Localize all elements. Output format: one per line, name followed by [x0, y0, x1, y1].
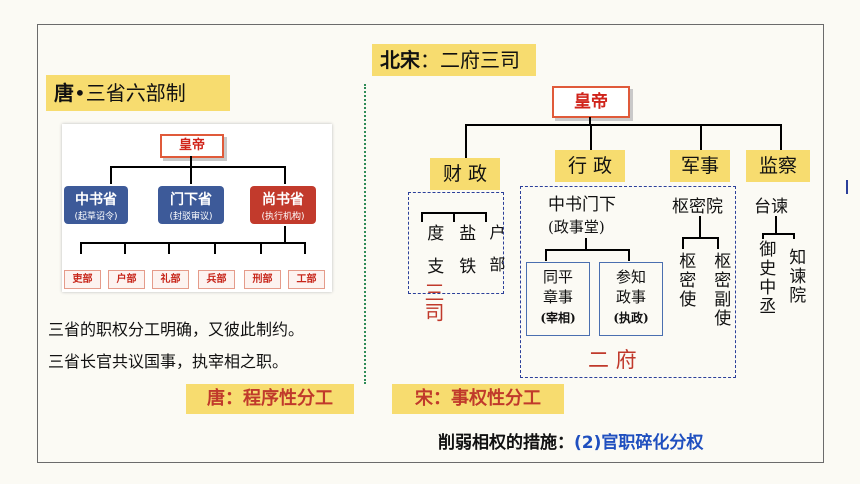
sansi-label: 三司 [421, 282, 445, 322]
tang-dept-shangshu: 尚书省 (执行机构) [250, 186, 316, 224]
tang-dept-zhongshu: 中书省 (起草诏令) [64, 186, 128, 224]
military-title: 枢密院 [672, 197, 723, 217]
tang-summary-lead: 唐 [207, 388, 225, 409]
finance-item-yantie: 盐铁 [455, 224, 476, 290]
finance-item-hubu: 户部 [486, 224, 506, 288]
tang-bureau-works: 工部 [288, 270, 325, 289]
admin-subtitle: (政事堂) [548, 218, 605, 236]
role-box-tongping: 同平章事 (宰相) [526, 262, 590, 336]
tang-title-rest: •三省六部制 [74, 81, 186, 105]
song-summary-tag: 宋：事权性分工 [392, 384, 564, 414]
song-title-tag: 北宋：二府三司 [372, 44, 536, 76]
song-branch-finance: 财 政 [430, 158, 500, 190]
admin-title: 中书门下 [548, 195, 616, 215]
tang-desc-line-1: 三省的职权分工明确，又彼此制约。 [48, 320, 305, 339]
song-emperor-box: 皇帝 [552, 86, 630, 118]
song-summary-lead: 宋 [415, 388, 433, 409]
tang-bureau-li: 吏部 [64, 270, 101, 289]
tang-summary-rest: ：程序性分工 [225, 388, 333, 409]
song-title-lead: 北宋 [380, 48, 420, 72]
erfu-group-box [520, 186, 736, 378]
tang-bureau-hu: 户部 [108, 270, 145, 289]
tang-summary-tag: 唐：程序性分工 [186, 384, 354, 414]
tang-desc-line-2: 三省长官共议国事，执宰相之职。 [48, 352, 289, 371]
song-branch-supervision: 监察 [746, 150, 810, 182]
section-divider [364, 84, 366, 384]
edge-marker [846, 180, 848, 194]
supervision-role-jianyuan: 知谏院 [785, 248, 806, 305]
finance-item-duzhi: 度支 [423, 224, 444, 290]
footer-caption: 削弱相权的措施：(2)官职碎化分权 [438, 428, 703, 453]
military-role-fushi: 枢密副使 [710, 252, 731, 328]
tang-bureau-justice: 刑部 [244, 270, 281, 289]
role-box-canzhi: 参知政事 (执政) [599, 262, 663, 336]
song-branch-military: 军事 [670, 150, 730, 182]
tang-title-tag: 唐•三省六部制 [46, 75, 230, 111]
tang-title-lead: 唐 [54, 81, 74, 105]
tang-bureau-rites: 礼部 [152, 270, 189, 289]
supervision-title: 台谏 [754, 197, 788, 217]
song-title-rest: ：二府三司 [420, 48, 520, 72]
erfu-label: 二 府 [588, 348, 637, 372]
sansi-group-box [408, 192, 504, 294]
footer-lead: 削弱相权的措施： [438, 433, 574, 453]
tang-emperor-box: 皇帝 [160, 134, 224, 158]
supervision-role-yushi: 御史中丞 [755, 240, 776, 316]
role-name-canzhi: 参知政事 [615, 268, 646, 306]
tang-bureau-war: 兵部 [198, 270, 235, 289]
song-branch-admin: 行 政 [555, 150, 625, 182]
role-note-zaixiang: (宰相) [540, 311, 576, 325]
song-summary-rest: ：事权性分工 [433, 388, 541, 409]
role-note-zhizheng: (执政) [613, 311, 649, 325]
footer-emphasis: (2)官职碎化分权 [574, 433, 704, 453]
tang-system-diagram: 皇帝 中书省 (起草诏令) 门下省 (封驳审议) 尚书省 (执行机构) 吏部 户… [62, 124, 332, 292]
content-frame [37, 24, 824, 463]
role-name-tongping: 同平章事 [542, 268, 573, 306]
military-role-shumishi: 枢密使 [675, 252, 696, 309]
tang-dept-menxia: 门下省 (封驳审议) [158, 186, 224, 224]
